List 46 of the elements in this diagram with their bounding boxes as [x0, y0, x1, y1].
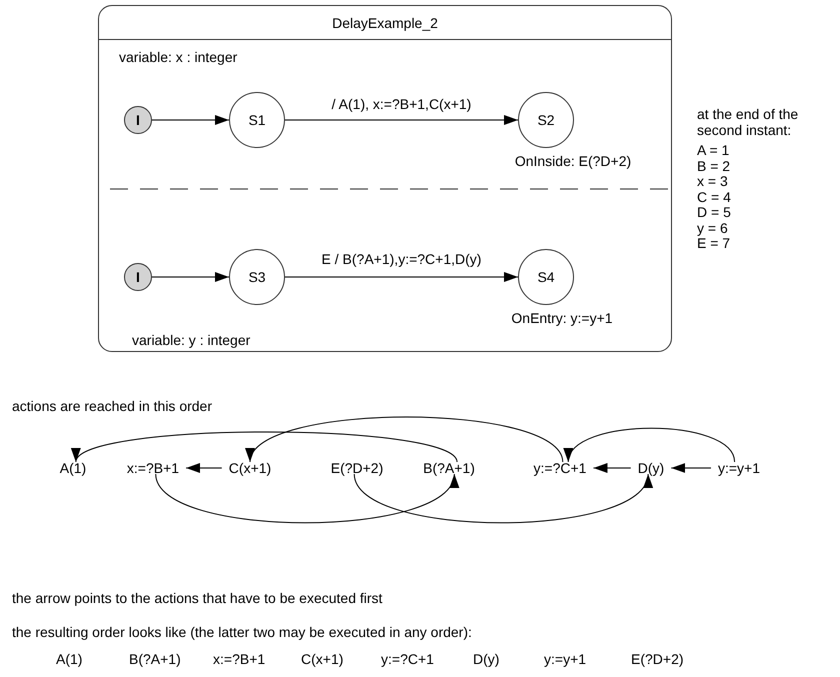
- variable-declaration: variable: x : integer: [119, 49, 238, 65]
- note-text: at the end of the second instant:: [697, 106, 800, 138]
- action-text: B(?A+1): [422, 460, 476, 476]
- value-text: E = 7: [697, 235, 730, 252]
- note-text: the arrow points to the actions that have to be executed first: [12, 590, 382, 606]
- arrow: [284, 115, 518, 125]
- action-text: D(y): [636, 460, 666, 476]
- action-text: x:=?B+1: [126, 460, 180, 476]
- variable-declaration: variable: y : integer: [132, 332, 250, 348]
- arrow: [592, 463, 632, 473]
- transition-label: / A(1), x:=?B+1,C(x+1): [330, 96, 474, 112]
- ordered-action: x:=?B+1: [213, 651, 266, 668]
- transition-label: E / B(?A+1),y:=?C+1,D(y): [320, 251, 484, 267]
- arrow: [152, 272, 230, 282]
- ordered-action: y:=?C+1: [381, 651, 434, 668]
- state-title: DelayExample_2: [332, 14, 438, 30]
- arrow: [670, 463, 712, 473]
- ordered-action: D(y): [473, 651, 500, 668]
- ordered-action: B(?A+1): [129, 651, 181, 668]
- arrow: [152, 115, 230, 125]
- action-text: y:=y+1: [716, 460, 762, 476]
- ordered-action: E(?D+2): [631, 651, 684, 668]
- state-action: OnInside: E(?D+2): [514, 153, 632, 169]
- value-text: B = 2: [697, 158, 730, 174]
- action-text: y:=?C+1: [532, 460, 588, 476]
- state-circle: S1: [229, 92, 285, 148]
- initial-state: I: [124, 106, 152, 134]
- action-text: E(?D+2): [330, 460, 384, 476]
- state-circle: S3: [229, 249, 285, 305]
- value-text: A = 1: [697, 142, 730, 158]
- ordered-action: y:=y+1: [544, 651, 586, 668]
- initial-state: I: [124, 263, 152, 291]
- value-text: C = 4: [697, 188, 731, 205]
- value-text: y = 6: [697, 220, 728, 236]
- value-text: D = 5: [697, 204, 731, 220]
- value-text: x = 3: [697, 173, 728, 190]
- action-text: C(x+1): [228, 460, 272, 476]
- ordered-action: A(1): [56, 651, 82, 668]
- arrow: [186, 463, 222, 473]
- action-text: A(1): [58, 460, 88, 476]
- note-text: the resulting order looks like (the latter two may be executed in any order):: [12, 624, 472, 640]
- ordered-action: C(x+1): [301, 651, 344, 668]
- composite-state: [98, 5, 672, 352]
- arrow: [284, 272, 518, 282]
- note-text: actions are reached in this order: [12, 398, 212, 414]
- state-action: OnEntry: y:=y+1: [511, 310, 613, 326]
